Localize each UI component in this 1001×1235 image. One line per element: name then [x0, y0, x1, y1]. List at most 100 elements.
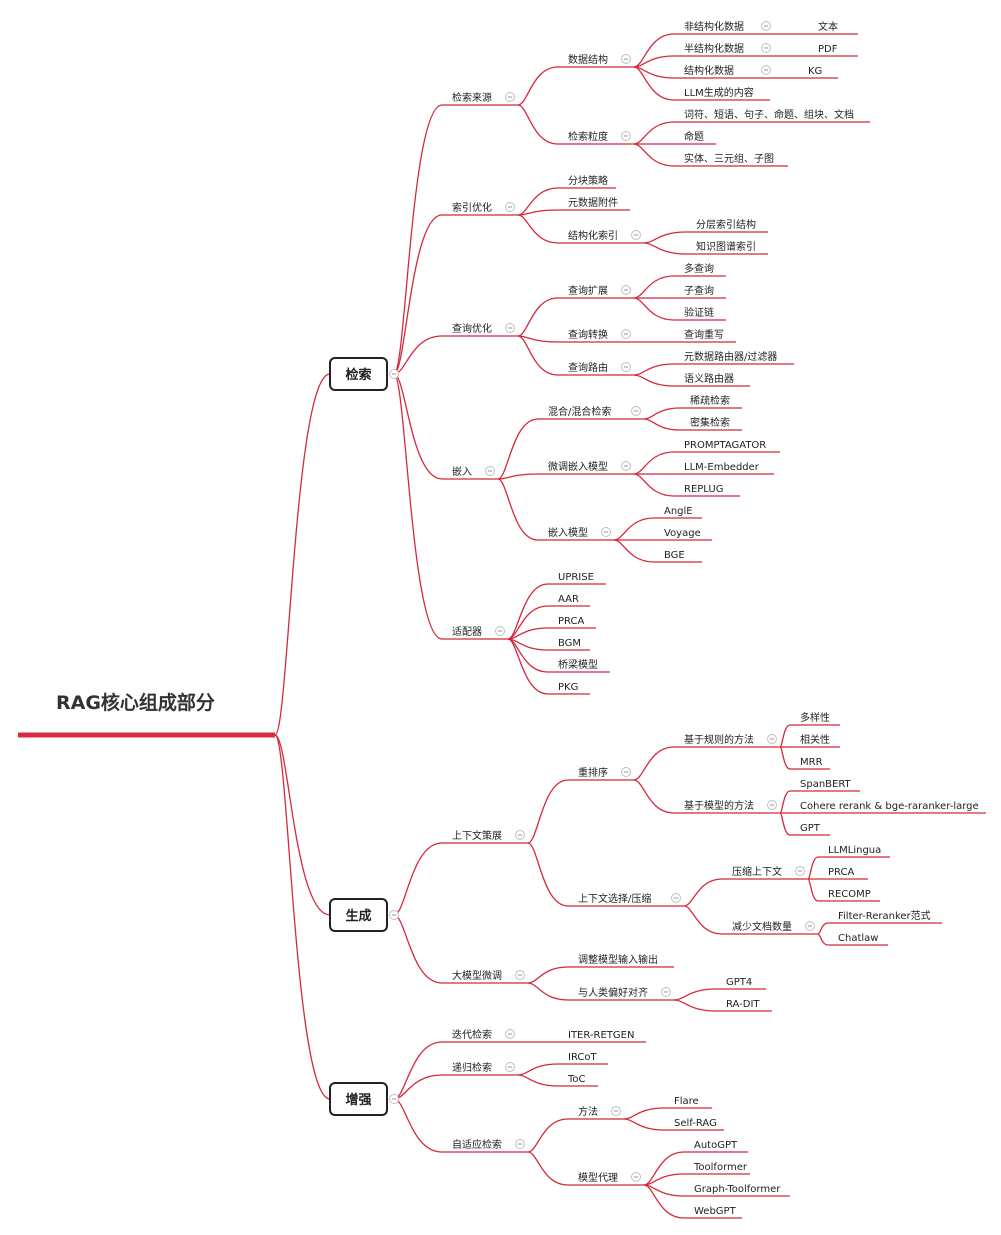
topic-node[interactable]: 基于模型的方法 [674, 799, 780, 814]
topic-node[interactable]: 稀疏检索 [680, 394, 742, 409]
topic-node[interactable]: 嵌入 [442, 466, 498, 480]
topic-node[interactable]: ITER-RETGEN [558, 1030, 646, 1043]
topic-node[interactable]: AAR [548, 594, 590, 607]
topic-node[interactable]: PRCA [818, 867, 868, 880]
topic-node[interactable]: Cohere rerank & bge-raranker-large [790, 801, 986, 814]
topic-node[interactable]: Voyage [654, 528, 712, 541]
topic-node[interactable]: 方法 [568, 1105, 624, 1120]
topic-node[interactable]: 递归检索 [442, 1061, 518, 1076]
topic-node[interactable]: 调整模型输入输出 [568, 953, 674, 968]
topic-node[interactable]: RECOMP [818, 889, 880, 902]
topic-node[interactable]: 混合/混合检索 [538, 405, 644, 420]
minus-circle-icon[interactable] [621, 461, 631, 471]
topic-node[interactable]: KG [798, 66, 838, 79]
topic-node[interactable]: 微调嵌入模型 [538, 460, 634, 475]
topic-node[interactable]: 适配器 [442, 626, 508, 640]
minus-circle-icon[interactable] [389, 910, 399, 920]
topic-node[interactable]: 查询路由 [558, 361, 634, 376]
topic-node[interactable]: PKG [548, 682, 590, 695]
minus-circle-icon[interactable] [631, 230, 641, 240]
topic-node[interactable]: MRR [790, 757, 830, 770]
topic-node[interactable]: WebGPT [684, 1206, 742, 1219]
topic-node[interactable]: 非结构化数据 [674, 20, 774, 35]
topic-node[interactable]: ToC [558, 1074, 598, 1087]
topic-node[interactable]: 元数据附件 [558, 196, 630, 211]
topic-node[interactable]: 嵌入模型 [538, 526, 614, 541]
topic-node[interactable]: 上下文策展 [442, 829, 528, 844]
topic-node[interactable]: 索引优化 [442, 201, 518, 216]
topic-node[interactable]: 密集检索 [680, 416, 742, 431]
topic-node[interactable]: AutoGPT [684, 1140, 748, 1153]
topic-node[interactable]: Chatlaw [828, 933, 888, 946]
topic-node[interactable]: 验证链 [674, 306, 726, 321]
minus-circle-icon[interactable] [505, 1062, 515, 1072]
topic-node[interactable]: 模型代理 [568, 1171, 644, 1186]
topic-node[interactable]: LLMLingua [818, 845, 890, 858]
topic-node[interactable]: 实体、三元组、子图 [674, 152, 788, 167]
minus-circle-icon[interactable] [601, 527, 611, 537]
minus-circle-icon[interactable] [621, 329, 631, 339]
minus-circle-icon[interactable] [761, 21, 771, 31]
topic-node[interactable]: BGM [548, 638, 590, 651]
minus-circle-icon[interactable] [795, 866, 805, 876]
topic-node[interactable]: 半结构化数据 [674, 42, 774, 57]
topic-node[interactable]: PRCA [548, 616, 596, 629]
topic-node[interactable]: 相关性 [790, 733, 840, 748]
minus-circle-icon[interactable] [761, 43, 771, 53]
topic-node[interactable]: 语义路由器 [674, 372, 750, 387]
topic-node[interactable]: 结构化数据 [674, 64, 774, 79]
topic-node[interactable]: UPRISE [548, 572, 606, 585]
topic-node[interactable]: 桥梁模型 [548, 658, 610, 673]
minus-circle-icon[interactable] [621, 131, 631, 141]
topic-node[interactable]: 减少文档数量 [722, 920, 818, 935]
main-branch-node[interactable]: 生成 [329, 898, 388, 932]
topic-node[interactable]: 知识图谱索引 [686, 240, 768, 255]
topic-node[interactable]: BGE [654, 550, 702, 563]
minus-circle-icon[interactable] [505, 323, 515, 333]
minus-circle-icon[interactable] [505, 1029, 515, 1039]
minus-circle-icon[interactable] [389, 369, 399, 379]
topic-node[interactable]: 检索来源 [442, 91, 518, 106]
minus-circle-icon[interactable] [805, 921, 815, 931]
topic-node[interactable]: IRCoT [558, 1052, 608, 1065]
topic-node[interactable]: 结构化索引 [558, 229, 644, 244]
minus-circle-icon[interactable] [611, 1106, 621, 1116]
topic-node[interactable]: Toolformer [684, 1162, 750, 1175]
minus-circle-icon[interactable] [505, 92, 515, 102]
topic-node[interactable]: SpanBERT [790, 779, 860, 792]
minus-circle-icon[interactable] [621, 285, 631, 295]
topic-node[interactable]: Flare [664, 1096, 712, 1109]
topic-node[interactable]: AnglE [654, 506, 702, 519]
topic-node[interactable]: GPT4 [716, 977, 766, 990]
topic-node[interactable]: PROMPTAGATOR [674, 440, 780, 453]
minus-circle-icon[interactable] [515, 970, 525, 980]
minus-circle-icon[interactable] [515, 830, 525, 840]
topic-node[interactable]: 分层索引结构 [686, 218, 768, 233]
topic-node[interactable]: 文本 [808, 20, 858, 35]
minus-circle-icon[interactable] [515, 1139, 525, 1149]
topic-node[interactable]: Filter-Reranker范式 [828, 909, 942, 924]
topic-node[interactable]: Graph-Toolformer [684, 1184, 790, 1197]
minus-circle-icon[interactable] [761, 65, 771, 75]
topic-node[interactable]: 自适应检索 [442, 1138, 528, 1153]
topic-node[interactable]: 词符、短语、句子、命题、组块、文档 [674, 108, 870, 123]
minus-circle-icon[interactable] [389, 1094, 399, 1104]
minus-circle-icon[interactable] [621, 767, 631, 777]
minus-circle-icon[interactable] [621, 362, 631, 372]
topic-node[interactable]: 查询重写 [674, 328, 736, 343]
topic-node[interactable]: 迭代检索 [442, 1028, 518, 1043]
topic-node[interactable]: 查询优化 [442, 322, 518, 337]
main-branch-node[interactable]: 增强 [329, 1082, 388, 1116]
topic-node[interactable]: 元数据路由器/过滤器 [674, 350, 794, 365]
topic-node[interactable]: 查询转换 [558, 328, 634, 343]
minus-circle-icon[interactable] [631, 1172, 641, 1182]
topic-node[interactable]: 查询扩展 [558, 284, 634, 299]
topic-node[interactable]: 重排序 [568, 766, 634, 781]
topic-node[interactable]: PDF [808, 44, 858, 57]
topic-node[interactable]: 与人类偏好对齐 [568, 986, 674, 1001]
topic-node[interactable]: GPT [790, 823, 830, 836]
minus-circle-icon[interactable] [631, 406, 641, 416]
topic-node[interactable]: 子查询 [674, 284, 726, 299]
topic-node[interactable]: 检索粒度 [558, 130, 634, 145]
minus-circle-icon[interactable] [621, 54, 631, 64]
